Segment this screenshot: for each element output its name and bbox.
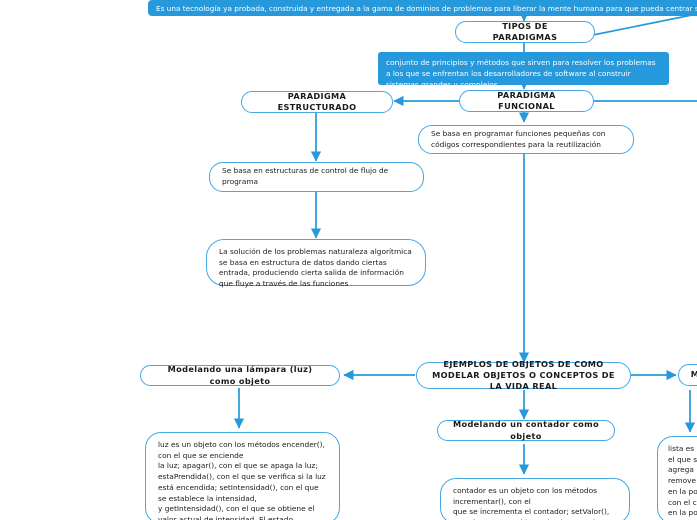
node-label: TIPOS DE PARADIGMAS	[492, 20, 558, 42]
node-text: La solución de los problemas naturaleza …	[219, 247, 412, 289]
node-label: EJEMPLOS DE OBJETOS DE COMO MODELAR OBJE…	[432, 358, 615, 392]
node-text: lista es el que s agrega remove en la po…	[668, 444, 697, 520]
banner-tecnologia-probada: Es una tecnología ya probada, construida…	[148, 0, 697, 16]
node-modelando-lista-clipped[interactable]: M	[678, 364, 697, 386]
node-paradigma-estructurado[interactable]: PARADIGMA ESTRUCTURADO	[241, 91, 393, 113]
node-text: contador es un objeto con los métodos in…	[453, 486, 610, 520]
node-paradigma-funcional[interactable]: PARADIGMA FUNCIONAL	[459, 90, 594, 112]
node-label: Modelando una lámpara (luz) como objeto	[167, 364, 313, 386]
node-funcional-descripcion[interactable]: Se basa en programar funciones pequeñas …	[418, 125, 634, 154]
node-lista-descripcion-clipped[interactable]: lista es el que s agrega remove en la po…	[657, 436, 697, 520]
node-text: Se basa en estructuras de control de flu…	[222, 166, 389, 186]
node-lampara-descripcion[interactable]: luz es un objeto con los métodos encende…	[145, 432, 340, 520]
node-label: Modelando un contador como objeto	[452, 419, 600, 441]
callout-definicion-paradigma: conjunto de principios y métodos que sir…	[378, 52, 669, 85]
node-estructurado-descripcion[interactable]: Se basa en estructuras de control de flu…	[209, 162, 424, 192]
node-ejemplos-objetos[interactable]: EJEMPLOS DE OBJETOS DE COMO MODELAR OBJE…	[416, 358, 631, 392]
node-label: PARADIGMA ESTRUCTURADO	[277, 90, 357, 112]
node-modelando-contador[interactable]: Modelando un contador como objeto	[437, 419, 615, 441]
node-estructurado-descripcion-2[interactable]: La solución de los problemas naturaleza …	[206, 239, 426, 288]
node-contador-descripcion[interactable]: contador es un objeto con los métodos in…	[440, 478, 630, 520]
node-tipos-de-paradigmas[interactable]: TIPOS DE PARADIGMAS	[455, 21, 595, 43]
node-text: luz es un objeto con los métodos encende…	[158, 440, 326, 520]
node-modelando-lampara[interactable]: Modelando una lámpara (luz) como objeto	[140, 364, 340, 386]
node-text: Se basa en programar funciones pequeñas …	[431, 128, 606, 149]
node-label: PARADIGMA FUNCIONAL	[497, 89, 556, 111]
node-label: M	[687, 369, 697, 380]
